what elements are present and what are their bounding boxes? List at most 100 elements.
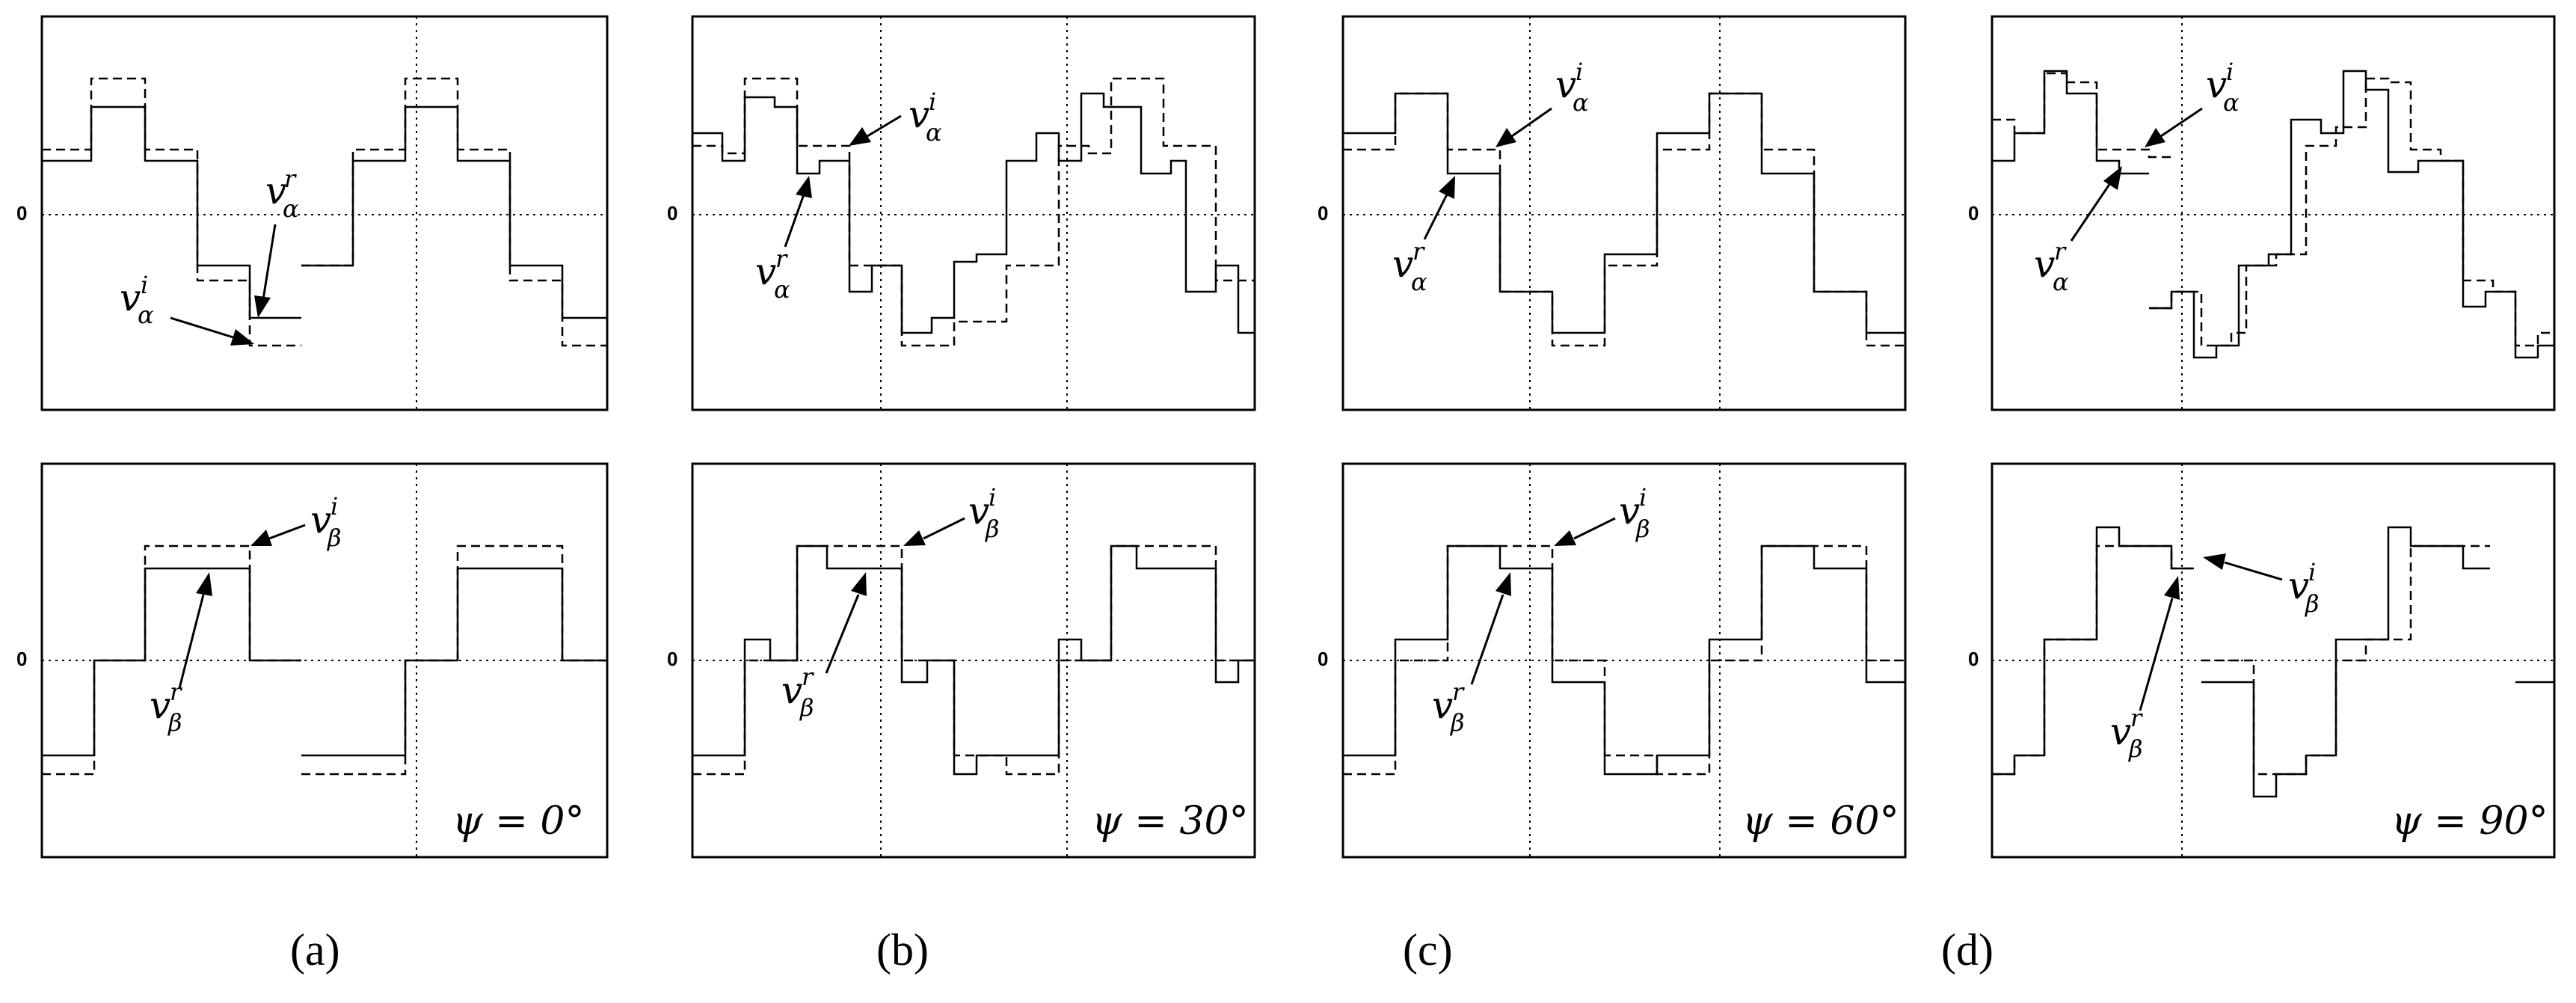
zero-tick-label: 0 [16, 202, 27, 224]
superscript-i: i [929, 88, 936, 116]
superscript-i: i [2308, 558, 2316, 586]
superscript-r: r [802, 663, 814, 691]
arrow-v-alpha-i [2160, 107, 2203, 138]
subscript-beta: β [327, 524, 342, 552]
v-alpha-r-waveform [1992, 70, 2149, 175]
zero-tick-label: 0 [1318, 202, 1328, 224]
v-alpha-i-waveform-c [301, 77, 607, 347]
arrowhead [254, 295, 271, 318]
panel-b-beta: 0 v i β v r β ψ = 30° [667, 462, 1256, 859]
arrow-v-alpha-r [262, 224, 277, 300]
label-v-alpha-i: v i α [2206, 58, 2240, 117]
zero-tick-label: 0 [1968, 202, 1979, 224]
column-b: 0 v i α v r α 0 [667, 15, 1256, 975]
subscript-alpha: α [926, 118, 942, 147]
v-symbol: v [150, 684, 170, 727]
subscript-beta: β [799, 693, 814, 722]
arrow-v-alpha-r [2070, 182, 2112, 242]
arrowhead [1496, 128, 1516, 147]
v-beta-r-waveform-b [301, 567, 607, 757]
panel-d-alpha: 0 v i α v r α [1968, 15, 2556, 411]
label-v-alpha-i: v i α [1555, 58, 1589, 117]
label-v-beta-i: v i β [1619, 483, 1650, 543]
v-alpha-r-waveform [692, 92, 1255, 334]
v-symbol: v [1392, 242, 1413, 286]
v-symbol: v [310, 498, 331, 542]
label-v-alpha-r: v r α [1392, 237, 1427, 296]
label-v-alpha-r: v r α [2034, 237, 2069, 296]
arrow-v-beta-i [2224, 561, 2283, 581]
subscript-alpha: α [1573, 88, 1589, 117]
v-alpha-i-waveform [692, 77, 1255, 347]
arrowhead [796, 176, 812, 198]
arrow-v-beta-r [1470, 594, 1504, 685]
v-symbol: v [755, 250, 776, 293]
label-v-alpha-i: v i α [120, 271, 154, 329]
v-symbol: v [1555, 63, 1576, 106]
arrow-v-alpha-i [1511, 107, 1552, 138]
subscript-beta: β [1450, 708, 1465, 737]
subscript-beta: β [2128, 734, 2143, 763]
panel-b-alpha: 0 v i α v r α [667, 15, 1256, 411]
subscript-alpha: α [2223, 88, 2240, 117]
label-v-alpha-i: v i α [909, 88, 942, 147]
v-beta-i-waveform [1343, 545, 1905, 776]
superscript-i: i [2226, 58, 2234, 86]
arrowhead [250, 530, 272, 546]
label-v-beta-r: v r β [781, 663, 814, 722]
arrowhead [196, 572, 212, 596]
v-alpha-i-waveform-b [2149, 77, 2554, 347]
superscript-r: r [2054, 237, 2067, 266]
v-alpha-r-waveform [42, 105, 301, 319]
v-alpha-r-waveform [1343, 92, 1905, 334]
v-alpha-i-waveform [1992, 72, 2171, 159]
arrow-v-beta-i [1573, 517, 1616, 540]
v-symbol: v [265, 169, 286, 212]
superscript-i: i [141, 271, 148, 299]
angle-label: ψ = 60° [1742, 799, 1899, 844]
label-v-beta-r: v r β [150, 678, 182, 737]
arrow-v-beta-r [178, 594, 205, 689]
panel-a-alpha: 0 v r α v i α [16, 15, 609, 411]
superscript-r: r [1452, 678, 1465, 706]
subscript-beta: β [2305, 589, 2320, 618]
subscript-alpha: α [1411, 268, 1427, 296]
subfigure-caption: (c) [1403, 925, 1453, 975]
zero-tick-label: 0 [1318, 648, 1328, 670]
arrow-v-alpha-r [784, 194, 805, 248]
superscript-i: i [331, 492, 338, 521]
v-symbol: v [781, 669, 802, 712]
v-beta-r-waveform [42, 567, 301, 757]
superscript-r: r [284, 165, 297, 193]
arrowhead [2164, 576, 2180, 600]
arrowhead [2103, 166, 2122, 190]
label-v-alpha-r: v r α [755, 245, 790, 304]
zero-tick-label: 0 [667, 202, 677, 224]
arrowhead [1496, 572, 1511, 596]
column-d: 0 v i α v r α 0 [1941, 15, 2556, 975]
arrow-v-alpha-i [170, 316, 236, 340]
v-beta-r-waveform [692, 545, 1255, 776]
v-symbol: v [1619, 489, 1640, 533]
v-symbol: v [2034, 242, 2055, 286]
superscript-i: i [1576, 58, 1583, 86]
v-symbol: v [2206, 63, 2227, 106]
label-v-beta-r: v r β [1432, 678, 1465, 737]
v-alpha-i-waveform [1343, 92, 1905, 347]
v-symbol: v [968, 489, 989, 533]
v-beta-i-waveform-b [2201, 545, 2490, 776]
arrowhead [1439, 176, 1455, 199]
arrow-v-beta-r [825, 594, 860, 674]
superscript-i: i [989, 483, 996, 512]
arrow-v-beta-i [268, 524, 306, 540]
arrow-v-alpha-r [1423, 194, 1448, 240]
subscript-alpha: α [138, 301, 154, 329]
panel-c-alpha: 0 v i α v r α [1318, 15, 1907, 411]
v-symbol: v [909, 93, 929, 136]
superscript-r: r [1413, 237, 1425, 266]
panel-c-beta: 0 v i β v r β ψ = 60° [1318, 462, 1907, 859]
superscript-r: r [775, 245, 788, 273]
label-v-beta-r: v r β [2110, 704, 2143, 763]
arrowhead [1554, 530, 1576, 546]
label-v-beta-i: v i β [2288, 558, 2320, 618]
